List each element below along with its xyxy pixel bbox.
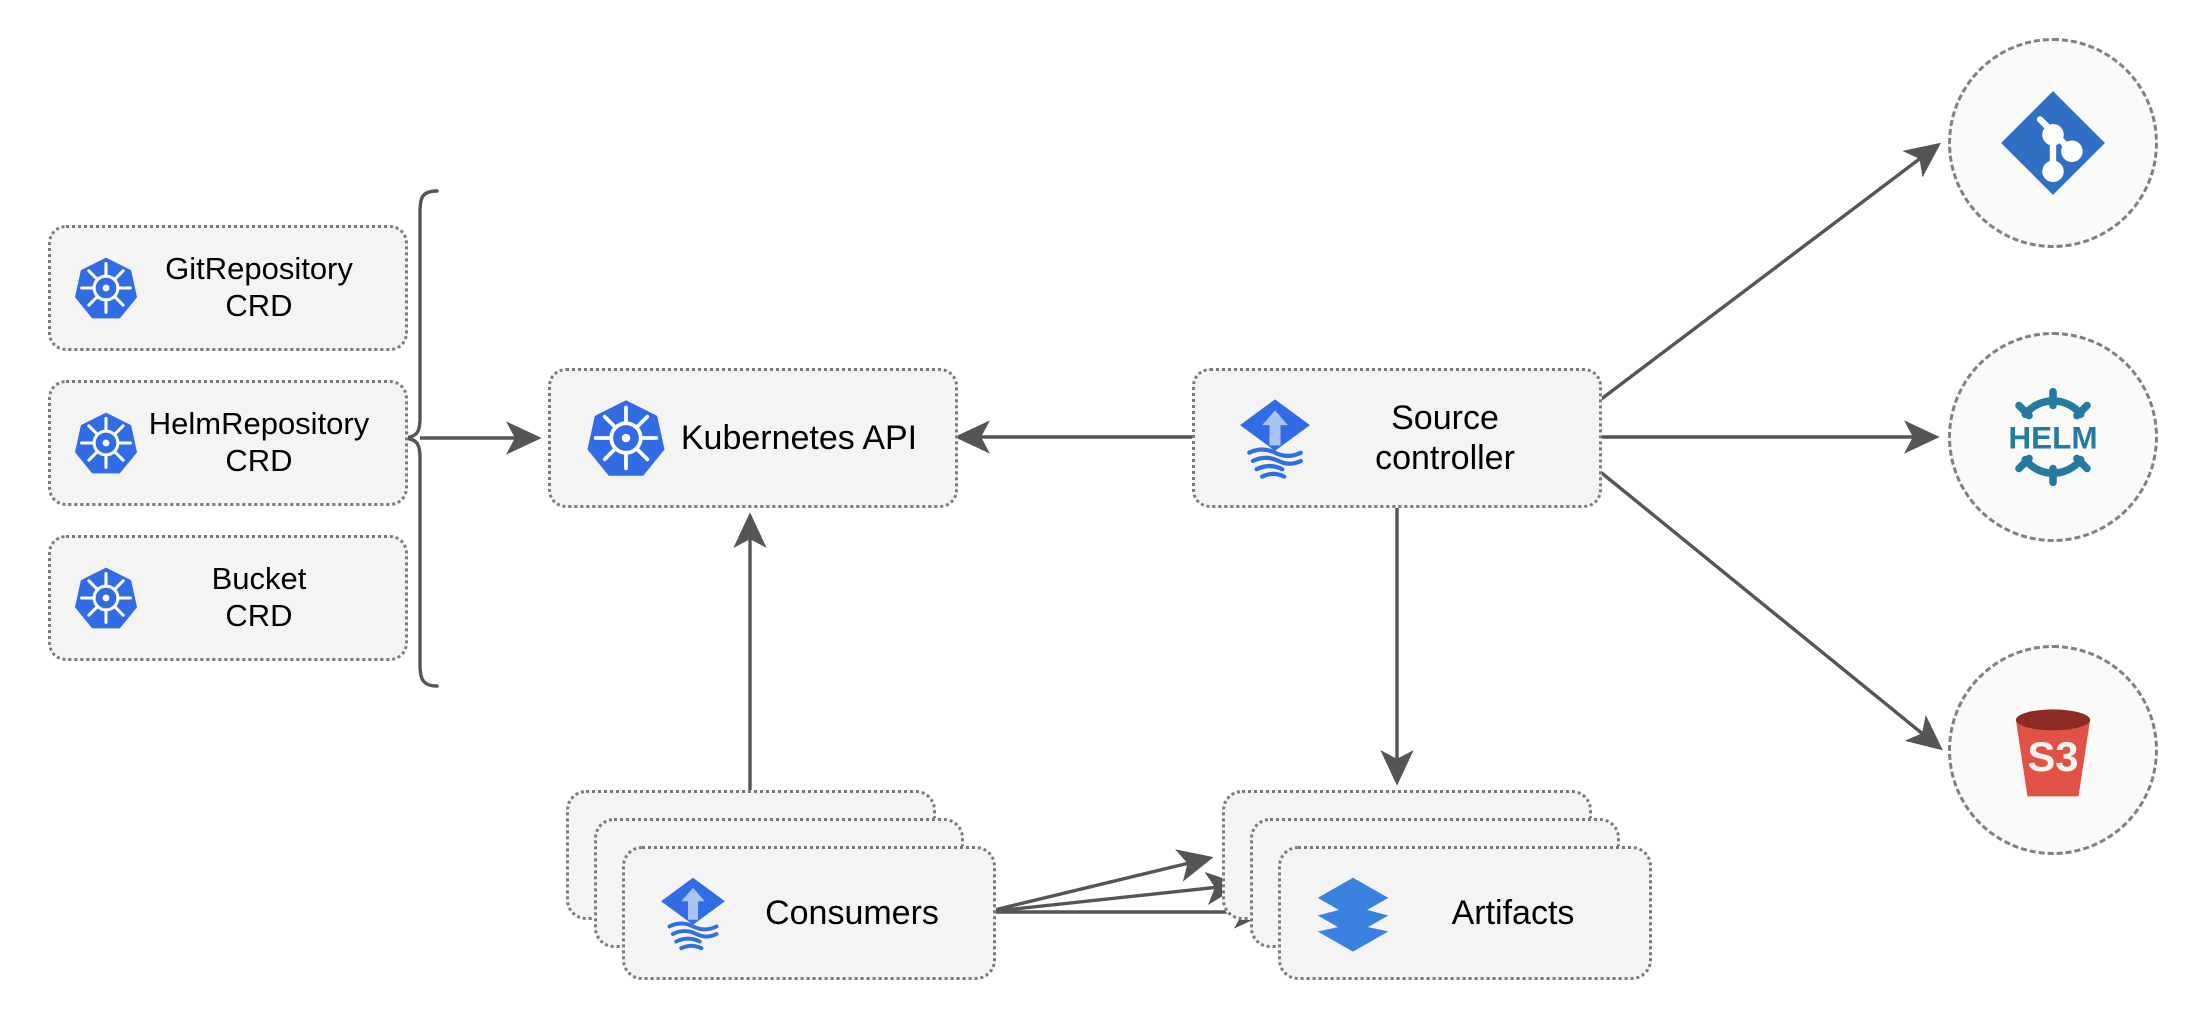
artifacts-stack[interactable]: Artifacts — [1222, 790, 1652, 980]
flux-icon — [651, 871, 735, 955]
helm-repository-crd-node[interactable]: HelmRepository CRD — [48, 380, 408, 506]
kubernetes-icon — [585, 397, 667, 479]
helm-repository-crd-label: HelmRepository CRD — [148, 406, 370, 478]
helm-icon: HELM — [1990, 374, 2116, 500]
bucket-crd-node[interactable]: Bucket CRD — [48, 535, 408, 661]
git-repository-crd-label: GitRepository CRD — [165, 251, 353, 323]
kubernetes-api-node[interactable]: Kubernetes API — [548, 368, 958, 508]
edge-consumers-to-artifacts-middle — [985, 871, 1242, 914]
edge-source-controller-to-s3 — [1596, 468, 1943, 751]
artifacts-label: Artifacts — [1451, 893, 1575, 932]
git-repository-crd-node[interactable]: GitRepository CRD — [48, 225, 408, 351]
consumers-card-front[interactable]: Consumers — [622, 846, 996, 980]
consumers-label: Consumers — [765, 893, 939, 932]
s3-label: S3 — [2027, 733, 2078, 780]
edge-consumers-to-artifacts-back — [985, 849, 1214, 914]
git-icon — [1994, 84, 2112, 202]
consumers-stack[interactable]: Consumers — [566, 790, 996, 980]
s3-endpoint-node[interactable]: S3 — [1948, 645, 2158, 855]
kubernetes-icon — [73, 565, 139, 631]
source-controller-node[interactable]: Source controller — [1192, 368, 1602, 508]
kubernetes-api-label: Kubernetes API — [680, 418, 918, 457]
kubernetes-icon — [73, 255, 139, 321]
layers-icon — [1311, 871, 1395, 955]
git-endpoint-node[interactable] — [1948, 38, 2158, 248]
helm-label: HELM — [2008, 419, 2097, 455]
helm-endpoint-node[interactable]: HELM — [1948, 332, 2158, 542]
flux-icon — [1229, 392, 1321, 484]
edge-source-controller-to-git — [1598, 142, 1941, 402]
bucket-crd-label: Bucket CRD — [211, 561, 307, 633]
source-controller-label: Source controller — [1375, 398, 1515, 477]
artifacts-card-front[interactable]: Artifacts — [1278, 846, 1652, 980]
s3-icon: S3 — [1995, 692, 2111, 808]
kubernetes-icon — [73, 410, 139, 476]
